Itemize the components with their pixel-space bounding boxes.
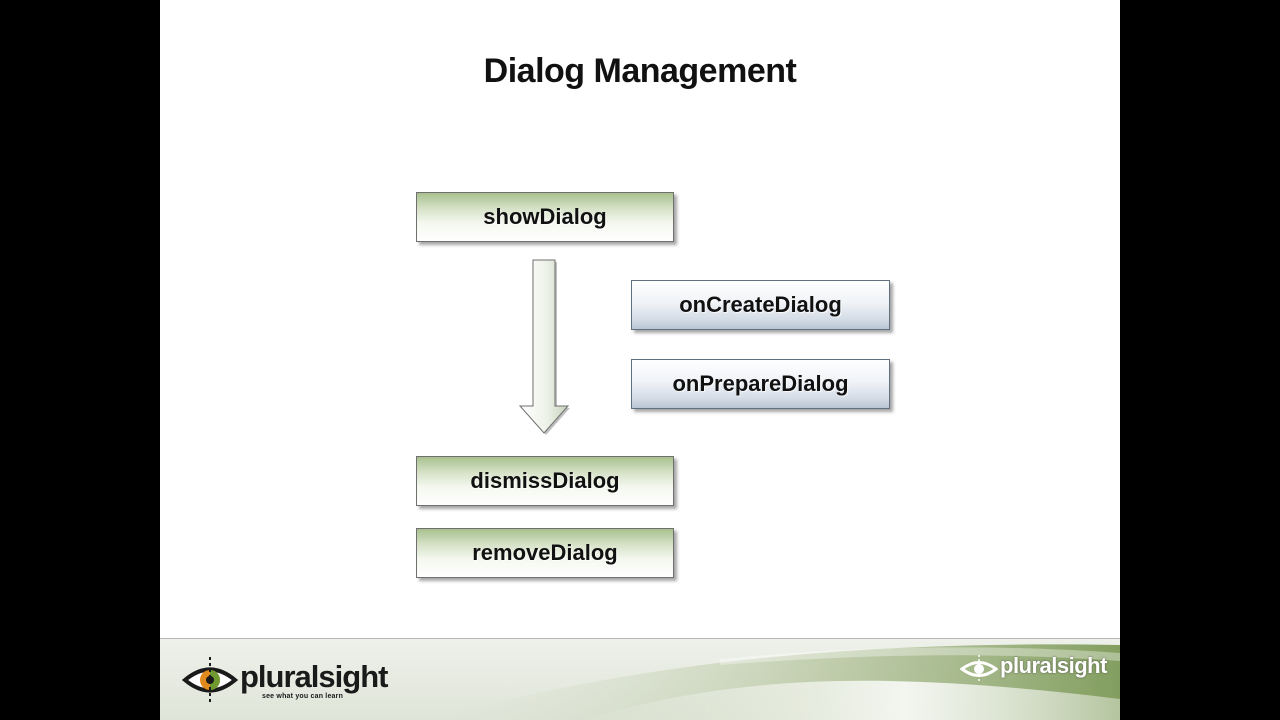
- footer-banner: pluralsight see what you can learn plura…: [160, 638, 1120, 720]
- flow-down-arrow: [518, 259, 570, 435]
- brand-tagline: see what you can learn: [262, 693, 344, 700]
- remove-dialog-box: removeDialog: [416, 528, 674, 578]
- brand-watermark-text: pluralsight: [1000, 653, 1107, 678]
- brand-wordmark: pluralsight: [240, 659, 388, 694]
- eye-logo-icon: [182, 657, 238, 703]
- on-create-dialog-box: onCreateDialog: [631, 280, 890, 330]
- slide: Dialog Management showDialog onCreateDia…: [160, 0, 1120, 720]
- footer-swoosh: [423, 644, 1120, 720]
- dismiss-dialog-box: dismissDialog: [416, 456, 674, 506]
- slide-title: Dialog Management: [483, 52, 797, 90]
- on-prepare-dialog-box: onPrepareDialog: [631, 359, 890, 409]
- show-dialog-box: showDialog: [416, 192, 674, 242]
- eye-watermark-icon: [960, 655, 998, 683]
